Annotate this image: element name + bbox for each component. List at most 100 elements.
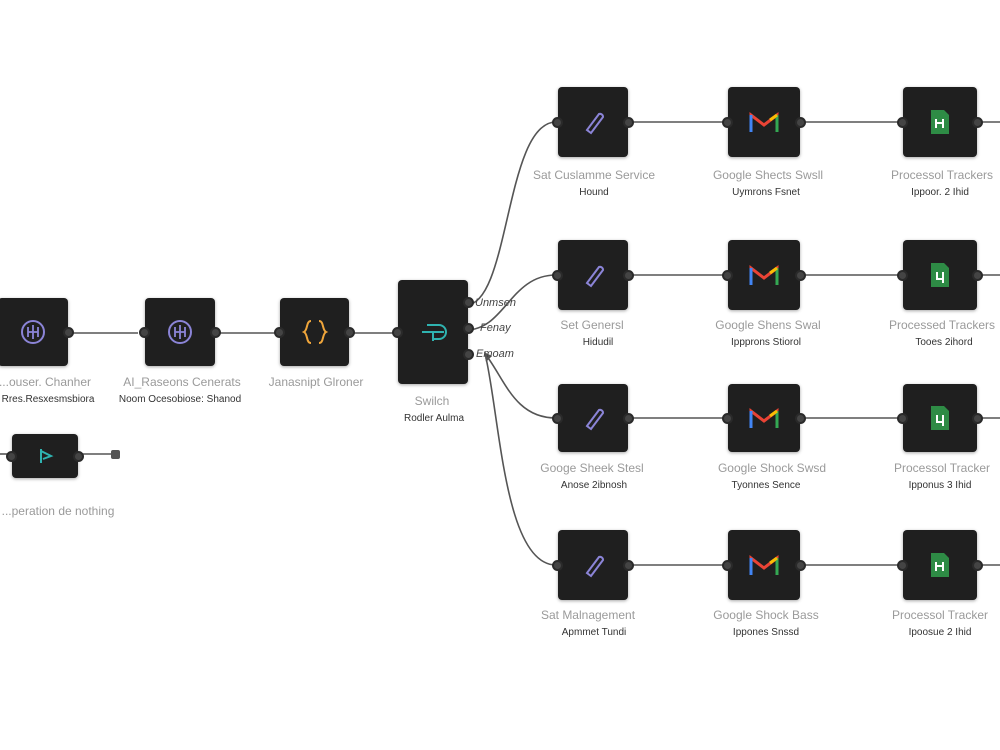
- chat-node-subtitle: Rres.Resxesmsbiora: [1, 394, 95, 405]
- output-port[interactable]: [73, 450, 84, 462]
- switch-output-label-2: Fenay: [480, 322, 511, 334]
- ai-node-subtitle: Noom Ocesobiose: Shanod: [118, 394, 242, 405]
- chat-trigger-node[interactable]: [0, 298, 74, 366]
- gmail2-title: Google Shens Swal: [715, 318, 821, 332]
- sheets-icon: [929, 261, 951, 289]
- input-port[interactable]: [392, 326, 403, 338]
- js-node-title: Janasnipt Glroner: [268, 375, 364, 389]
- output-port[interactable]: [623, 559, 634, 571]
- sheets-node-3[interactable]: [897, 384, 983, 452]
- set1-title: Sat Cuslamme Service: [532, 168, 656, 182]
- input-port[interactable]: [552, 116, 563, 128]
- switch-icon: [418, 319, 448, 345]
- input-port[interactable]: [6, 450, 17, 462]
- input-port[interactable]: [897, 269, 908, 281]
- switch-output-port-2[interactable]: [463, 323, 474, 334]
- set-node-3[interactable]: [552, 384, 634, 452]
- gmail-node-4[interactable]: [722, 530, 806, 600]
- output-port[interactable]: [972, 269, 983, 281]
- set4-title: Sat Malnagement: [540, 608, 636, 622]
- set4-subtitle: Apmmet Tundi: [561, 627, 627, 638]
- input-port[interactable]: [722, 116, 733, 128]
- gmail2-subtitle: Ippprons Stiorol: [730, 337, 802, 348]
- input-port[interactable]: [552, 412, 563, 424]
- output-port[interactable]: [795, 412, 806, 424]
- sheets-node-2[interactable]: [897, 240, 983, 310]
- sheets-icon: [929, 404, 951, 432]
- set3-subtitle: Anose 2ibnosh: [560, 480, 628, 491]
- edge-switch-set1: [465, 121, 557, 306]
- input-port[interactable]: [722, 412, 733, 424]
- sheets-node-4[interactable]: [897, 530, 983, 600]
- brain-icon: [165, 317, 195, 347]
- input-port[interactable]: [274, 326, 285, 338]
- output-port[interactable]: [210, 326, 221, 338]
- gmail3-title: Google Shock Swsd: [717, 461, 827, 475]
- set2-subtitle: Hidudil: [582, 337, 614, 348]
- output-port[interactable]: [972, 412, 983, 424]
- set3-title: Googe Sheek Stesl: [540, 461, 644, 475]
- gmail-icon: [748, 110, 780, 134]
- input-port[interactable]: [139, 326, 150, 338]
- input-port[interactable]: [897, 116, 908, 128]
- sheet1-subtitle: Ippoor. 2 Ihid: [911, 187, 969, 198]
- output-port[interactable]: [623, 269, 634, 281]
- input-port[interactable]: [722, 559, 733, 571]
- output-port[interactable]: [623, 412, 634, 424]
- sheet4-title: Processol Tracker: [891, 608, 989, 622]
- arrow-icon: [35, 447, 55, 465]
- input-port[interactable]: [552, 269, 563, 281]
- sheet3-subtitle: Ipponus 3 Ihid: [908, 480, 972, 491]
- sheet3-title: Processol Tracker: [893, 461, 991, 475]
- input-port[interactable]: [722, 269, 733, 281]
- set-node-4[interactable]: [552, 530, 634, 600]
- set1-subtitle: Hound: [579, 187, 609, 198]
- input-port[interactable]: [897, 559, 908, 571]
- gmail4-subtitle: Ippones Snssd: [732, 627, 800, 638]
- noop-node-title: ...peration de nothing: [1, 504, 115, 518]
- switch-output-port-1[interactable]: [463, 297, 474, 308]
- gmail1-title: Google Shects Swsll: [712, 168, 824, 182]
- sheet2-title: Processed Trackers: [888, 318, 996, 332]
- output-port[interactable]: [972, 116, 983, 128]
- pen-icon: [579, 261, 607, 289]
- gmail-node-3[interactable]: [722, 384, 806, 452]
- output-port[interactable]: [344, 326, 355, 338]
- sheet2-subtitle: Tooes 2ihord: [915, 337, 973, 348]
- output-port[interactable]: [623, 116, 634, 128]
- output-port[interactable]: [972, 559, 983, 571]
- ai-generate-node[interactable]: [139, 298, 221, 366]
- gmail-icon: [748, 263, 780, 287]
- javascript-node[interactable]: [274, 298, 355, 366]
- switch-output-label-3: Emoam: [476, 348, 514, 360]
- set2-title: Set Genersl: [560, 318, 624, 332]
- switch-node-subtitle: Rodler Aulma: [403, 413, 465, 424]
- gmail-icon: [748, 553, 780, 577]
- gmail-node-1[interactable]: [722, 87, 806, 157]
- pen-icon: [579, 404, 607, 432]
- switch-output-port-3[interactable]: [463, 349, 474, 360]
- chat-node-title: ...ouser. Chanher: [0, 375, 92, 389]
- set-node-1[interactable]: [552, 87, 634, 157]
- switch-node-title: Swilch: [414, 394, 450, 408]
- output-port[interactable]: [795, 559, 806, 571]
- sheets-icon: [929, 551, 951, 579]
- noop-node[interactable]: [6, 434, 84, 478]
- gmail-node-2[interactable]: [722, 240, 806, 310]
- pen-icon: [579, 551, 607, 579]
- code-braces-icon: [301, 317, 329, 347]
- ai-node-title: AI_Raseons Cenerats: [123, 375, 241, 389]
- output-port[interactable]: [63, 326, 74, 338]
- noop-end-cap[interactable]: [111, 450, 120, 459]
- set-node-2[interactable]: [552, 240, 634, 310]
- gmail1-subtitle: Uymrons Fsnet: [732, 187, 800, 198]
- sheets-node-1[interactable]: [897, 87, 983, 157]
- input-port[interactable]: [897, 412, 908, 424]
- edge-switch-set3: [485, 354, 557, 419]
- input-port[interactable]: [552, 559, 563, 571]
- gmail3-subtitle: Tyonnes Sence: [731, 480, 801, 491]
- output-port[interactable]: [795, 116, 806, 128]
- switch-node[interactable]: [392, 280, 474, 384]
- output-port[interactable]: [795, 269, 806, 281]
